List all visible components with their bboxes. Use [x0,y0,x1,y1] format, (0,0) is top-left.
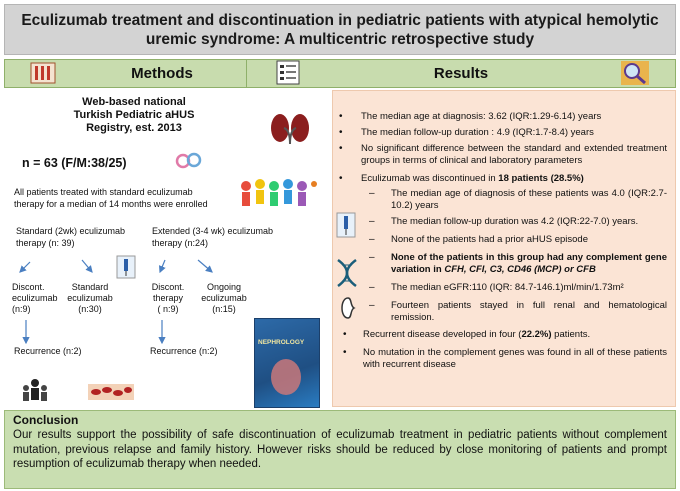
kidney-icon [271,114,309,145]
result-bullet-4: Eculizumab was discontinued in 18 patien… [361,173,667,185]
gender-icon [175,152,202,169]
recurrence-1: Recurrence (n:2) [14,346,82,356]
result-bullet-5-bold: 22.2%) [521,329,552,340]
magnifier-icon [621,61,649,85]
registry-line2: Turkish Pediatric aHUS [73,109,195,121]
journal-cover-title: NEPHROLOGY [258,339,305,346]
flow-arrows [19,259,213,345]
conclusion-title: Conclusion [13,413,79,427]
result-bullet-3: No significant difference between the st… [361,143,667,167]
all-patients-line1: All patients treated with standard eculi… [14,187,193,197]
standard-line2: therapy (n: 39) [16,237,75,248]
std-ecu-line2: eculizumab [67,293,113,303]
ongoing-line3: (n:15) [212,304,236,314]
results-panel: • The median age at diagnosis: 3.62 (IQR… [332,90,676,407]
result-bullet-5-post: patients. [551,329,591,340]
disc2-line2: therapy [152,293,184,303]
extended-line1: Extended (3-4 wk) eculizumab [152,226,274,236]
result-bullet-5-text: Recurrent disease developed in four ( [363,329,522,340]
syringe-icon [116,255,136,279]
methods-heading: Methods [131,65,193,82]
disc2-line1: Discont. [151,282,185,292]
poster-title-line2: uremic syndrome: A multicentric retrospe… [145,31,535,48]
sub-bullet-4: None of the patients in this group had a… [391,252,667,276]
disc1-line1: Discont. [12,282,45,292]
registry-line3: Registry, est. 2013 [86,122,182,134]
children-icon [241,179,317,206]
result-bullet-5: Recurrent disease developed in four (22.… [363,329,663,341]
people-group-icon [23,379,47,401]
result-bullet-1: The median age at diagnosis: 3.62 (IQR:1… [361,111,602,122]
std-ecu-line1: Standard [71,282,109,292]
result-bullet-6: No mutation in the complement genes was … [363,347,667,371]
sub-bullet-4-genes: CFH, CFI, C3, CD46 (MCP) or CFB [444,264,596,276]
sub-bullet-2: The median follow-up duration was 4.2 (I… [391,216,639,227]
disc1-line3: (n:9) [12,304,31,314]
ongoing-line1: Ongoing [206,282,242,292]
conclusion-panel: Conclusion Our results support the possi… [4,410,676,489]
conclusion-text: Our results support the possibility of s… [13,429,667,470]
kidney-side-icon [341,297,356,319]
results-header: Results [246,59,676,88]
result-bullet-4-bold: 18 patients (28.5%) [498,173,584,184]
dna-icon [337,258,357,288]
standard-line1: Standard (2wk) eculizumab [16,226,126,236]
disc2-line3: ( n:9) [157,304,179,314]
result-bullet-2: The median follow-up duration : 4.9 (IQR… [361,127,594,138]
sub-bullet-5: The median eGFR:110 (IQR: 84.7-146.1)ml/… [391,282,624,293]
test-tubes-icon [30,62,56,84]
extended-line2: therapy (n:24) [152,237,209,248]
disc1-line2: eculizumab [12,293,58,303]
syringe-side-icon [336,212,356,238]
all-patients-line2: therapy for a median of 14 months were e… [14,198,208,209]
checklist-icon [276,60,300,85]
poster-title-line1: Eculizumab treatment and discontinuation… [21,12,659,29]
blood-cells-icon [88,384,134,400]
registry-line1: Web-based national [82,96,186,108]
journal-cover-icon: NEPHROLOGY [254,318,320,408]
sub-bullet-3: None of the patients had a prior aHUS ep… [391,234,588,245]
sample-size: n = 63 (F/M:38/25) [22,156,127,170]
sub-bullet-1: The median age of diagnosis of these pat… [391,188,667,212]
sub-bullet-6: Fourteen patients stayed in full renal a… [391,300,667,324]
poster-title-box: Eculizumab treatment and discontinuation… [4,4,676,55]
ongoing-line2: eculizumab [201,293,247,303]
result-bullet-4-text: Eculizumab was discontinued in [361,173,499,184]
results-heading: Results [433,65,489,82]
sub-bullet-4-text: None of the patients in this group had a… [391,252,667,276]
recurrence-2: Recurrence (n:2) [150,346,218,356]
std-ecu-line3: (n:30) [78,304,102,314]
